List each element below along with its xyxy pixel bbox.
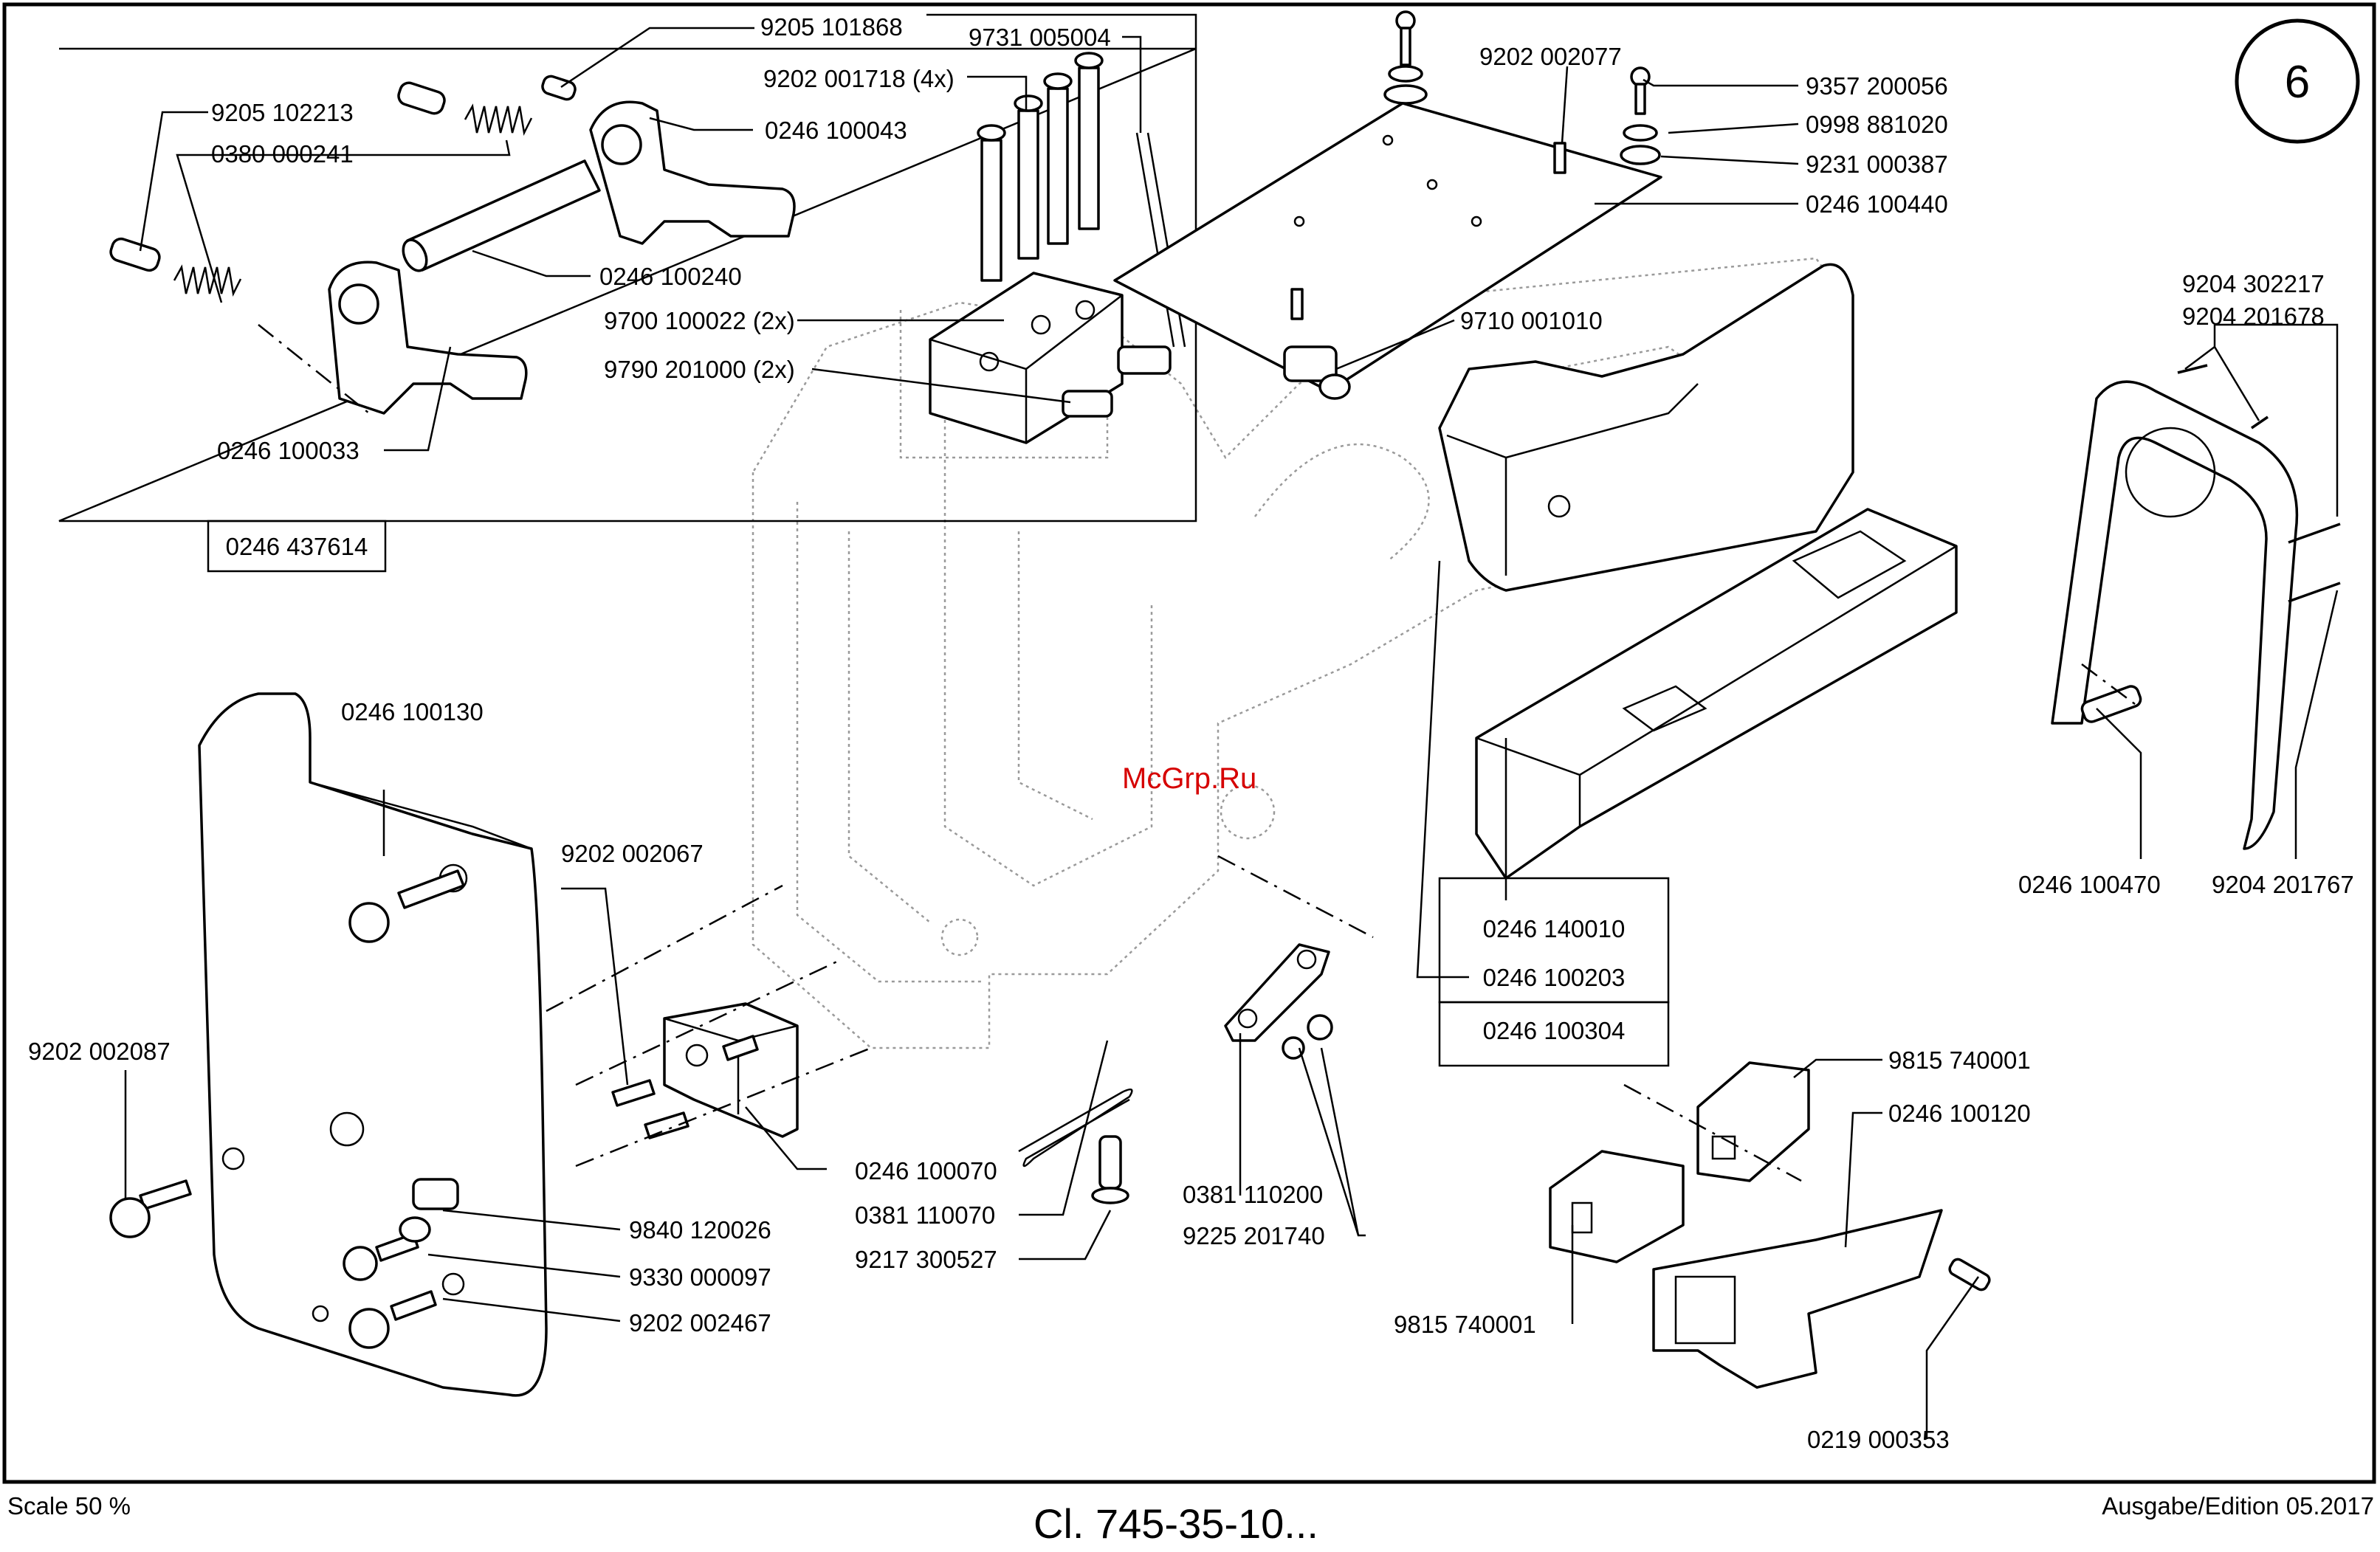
part-label: 9357 200056 (1806, 72, 1948, 100)
bracket-screws (2177, 364, 2341, 603)
leader-lines (124, 27, 2339, 1439)
cap-screws (977, 52, 1104, 282)
part-label: 9231 000387 (1806, 151, 1948, 178)
part-label: 9330 000097 (629, 1263, 771, 1291)
sub-box-label-2: 0246 100203 (1483, 964, 1626, 991)
part-label: 9202 002077 (1479, 43, 1622, 70)
page-number: 6 (2285, 57, 2310, 108)
sub-box-label-1: 0246 140010 (1483, 915, 1626, 942)
part-label: 9731 005004 (969, 24, 1111, 51)
part-label: 0246 100070 (855, 1157, 997, 1184)
assembly-axes (258, 324, 2142, 1182)
part-label: 9204 201678 (2182, 303, 2325, 330)
part-label: 9700 100022 (2x) (604, 307, 795, 334)
part-label: 9840 120026 (629, 1216, 771, 1244)
part-label: 0246 100043 (765, 117, 907, 144)
wire-clip (1018, 1088, 1133, 1204)
part-label: 0381 110070 (855, 1201, 995, 1229)
part-label: 0380 000241 (211, 140, 354, 168)
scale-note: Scale 50 % (7, 1492, 131, 1520)
assembly-box-label: 0246 437614 (226, 533, 368, 560)
part-labels: 9205 101868 9205 102213 0380 000241 0246… (28, 13, 2354, 1453)
sensor-upper (1696, 1061, 1810, 1182)
chain-link-part (1224, 943, 1333, 1060)
part-label: 0246 100130 (341, 698, 484, 725)
watermark: McGrp.Ru (1122, 762, 1256, 795)
sub-box-label-3: 0246 100304 (1483, 1017, 1626, 1044)
air-tube (1135, 132, 1186, 348)
part-label: 9790 201000 (2x) (604, 356, 795, 383)
sub-assembly-tag (1438, 1001, 1670, 1067)
cover-screws (109, 869, 465, 1349)
drawing-title: Cl. 745-35-10... (1033, 1500, 1318, 1547)
lever-part-upper (589, 100, 796, 245)
part-label: 0246 100470 (2018, 871, 2161, 898)
part-label: 0998 881020 (1806, 111, 1948, 138)
part-label: 9202 002067 (561, 840, 704, 867)
part-label: 9710 001010 (1460, 307, 1603, 334)
sensor-switch (1283, 345, 1351, 400)
part-label: 9202 002467 (629, 1309, 771, 1337)
part-label: 9217 300527 (855, 1246, 997, 1273)
part-label: 9205 102213 (211, 99, 354, 126)
sensor-holder (1652, 1209, 1991, 1389)
lever-part-lower (328, 261, 528, 415)
part-label: 9815 740001 (1394, 1311, 1536, 1338)
stud-and-washers (1290, 10, 1661, 320)
shaft-part (402, 159, 601, 272)
part-label: 9202 001718 (4x) (763, 65, 955, 92)
spring-parts (173, 103, 533, 297)
mounting-plate (1113, 102, 1662, 393)
part-label: 9202 002087 (28, 1038, 171, 1065)
part-label: 0219 000353 (1807, 1426, 1950, 1453)
part-label: 0246 100440 (1806, 190, 1948, 218)
part-label: 9204 302217 (2182, 270, 2325, 297)
assembly-box-tag (207, 520, 387, 573)
part-label: 9205 101868 (760, 13, 903, 41)
part-label: 0381 110200 (1183, 1181, 1323, 1208)
part-label: 9204 201767 (2212, 871, 2354, 898)
part-label: 0246 100033 (217, 437, 360, 464)
front-cover-plate (198, 692, 548, 1397)
sensor-lower (1549, 1150, 1685, 1263)
part-label: 0246 100120 (1888, 1100, 2031, 1127)
cover-bracket (2051, 380, 2299, 850)
part-label: 0246 100240 (599, 263, 742, 290)
small-mount-bracket (611, 1002, 799, 1139)
page-number-circle (2235, 18, 2360, 144)
edition-note: Ausgabe/Edition 05.2017 (2102, 1492, 2374, 1520)
bed-plate (1475, 508, 1958, 880)
part-label: 9225 201740 (1183, 1222, 1325, 1249)
fittings (1062, 345, 1172, 418)
arm-head-casting (1438, 263, 1854, 592)
part-label: 9815 740001 (1888, 1046, 2031, 1074)
